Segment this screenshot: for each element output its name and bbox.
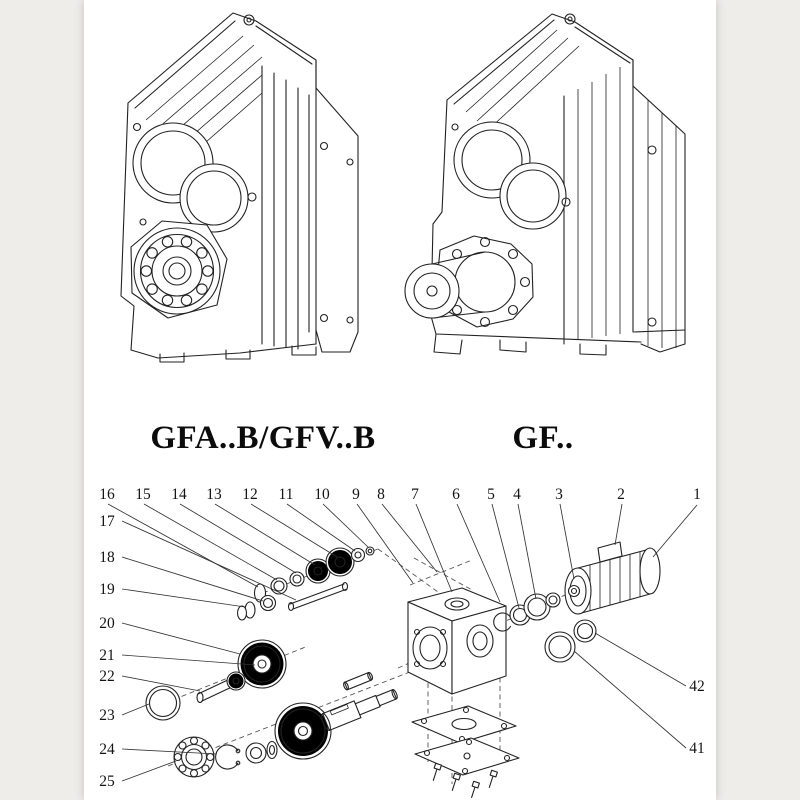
part-number-1: 1 <box>693 486 701 503</box>
snap-ring <box>215 744 241 770</box>
part-number-14: 14 <box>171 486 187 503</box>
part-number-20: 20 <box>99 615 115 632</box>
pinion-shaft <box>196 671 246 704</box>
leader-lines <box>107 503 698 782</box>
part-number-4: 4 <box>513 486 521 503</box>
small-gear-1 <box>305 558 331 584</box>
cover-bolts <box>432 762 498 799</box>
small-gear-2 <box>325 547 355 577</box>
part-number-6: 6 <box>452 486 460 503</box>
output-gear <box>274 702 332 760</box>
washer-stack <box>245 740 278 764</box>
gearbox-housing <box>407 587 507 695</box>
part-numbers-left: 17 18 19 20 21 22 23 24 25 <box>99 513 115 790</box>
part-number-17: 17 <box>99 513 115 530</box>
part-number-23: 23 <box>99 707 115 724</box>
part-number-24: 24 <box>99 741 115 758</box>
gearbox-left-figure <box>120 12 359 363</box>
part-number-9: 9 <box>352 486 360 503</box>
gearbox-right-figure <box>404 13 686 356</box>
exploded-parts-diagram: 16 15 14 13 12 11 10 9 8 7 6 5 4 3 2 1 1… <box>99 486 705 799</box>
part-number-10: 10 <box>314 486 330 503</box>
part-number-41: 41 <box>689 740 705 757</box>
part-number-2: 2 <box>617 486 625 503</box>
model-label-right: GF.. <box>512 420 573 456</box>
input-bores <box>132 122 249 233</box>
part-number-16: 16 <box>99 486 115 503</box>
upper-parts-row <box>253 546 375 603</box>
part-number-42: 42 <box>689 678 705 695</box>
part-numbers-right: 42 41 <box>689 678 705 757</box>
output-shaft <box>321 689 398 731</box>
output-bearing <box>173 736 215 778</box>
part-number-7: 7 <box>411 486 419 503</box>
part-number-21: 21 <box>99 647 115 664</box>
motor-part <box>564 541 661 615</box>
large-ring <box>145 685 181 721</box>
output-bearing-detail <box>130 220 228 319</box>
input-bores <box>453 121 567 230</box>
part-number-25: 25 <box>99 773 115 790</box>
small-spacer-sleeve <box>343 671 374 691</box>
pin-and-washers <box>236 581 349 621</box>
part-number-8: 8 <box>377 486 385 503</box>
part-number-11: 11 <box>279 486 294 503</box>
part-numbers-top: 16 15 14 13 12 11 10 9 8 7 6 5 4 3 2 1 <box>99 486 701 503</box>
part-number-13: 13 <box>206 486 222 503</box>
part-number-5: 5 <box>487 486 495 503</box>
cover-plates <box>411 705 520 776</box>
assembly-axis-lines <box>149 548 573 784</box>
part-number-22: 22 <box>99 668 115 685</box>
part-number-15: 15 <box>135 486 151 503</box>
model-label-left: GFA..B/GFV..B <box>150 420 375 456</box>
part-number-18: 18 <box>99 549 115 566</box>
seal-rings-41-42 <box>544 619 597 663</box>
output-flange-and-shaft <box>404 235 534 328</box>
part-number-3: 3 <box>555 486 563 503</box>
part-number-19: 19 <box>99 581 115 598</box>
part-number-12: 12 <box>242 486 258 503</box>
input-side-rings <box>493 592 561 632</box>
